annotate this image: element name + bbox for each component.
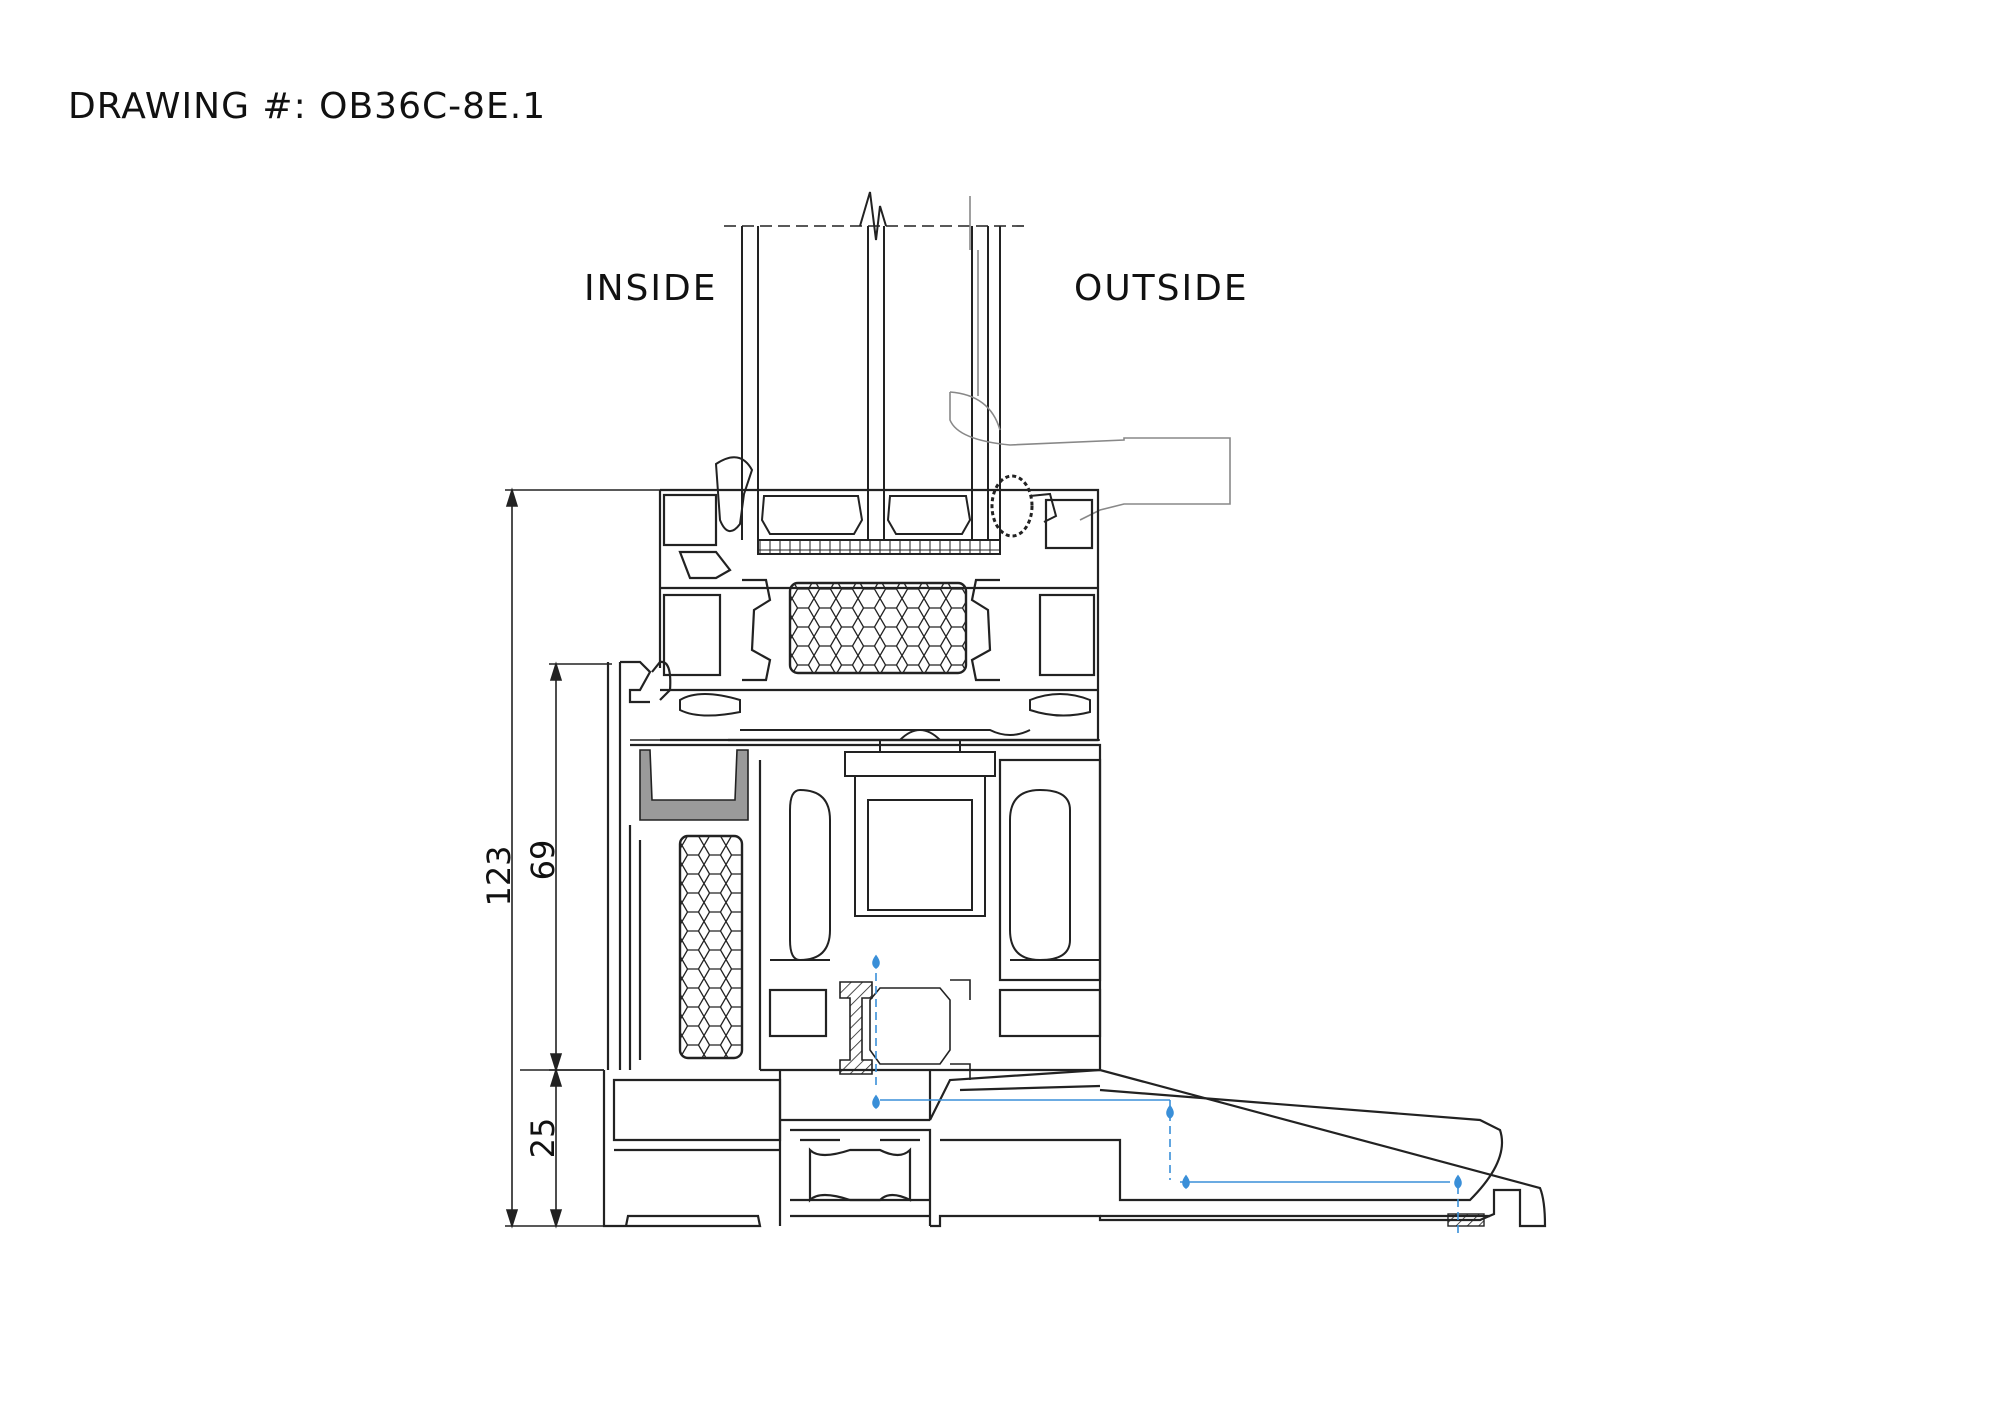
frame-profile bbox=[658, 488, 1100, 742]
dimension-lines bbox=[505, 487, 660, 1229]
interlock bbox=[839, 979, 971, 1080]
spacer-bars bbox=[714, 456, 1058, 555]
drip-outline bbox=[949, 196, 1231, 521]
sash-rollers bbox=[679, 693, 1100, 962]
sill-shim bbox=[1447, 1213, 1485, 1227]
sash-insulation bbox=[788, 581, 968, 675]
outer-frame bbox=[606, 660, 1102, 1072]
dimension-sill: 25 bbox=[524, 1118, 562, 1159]
water-drainage-path bbox=[872, 954, 1462, 1238]
drawing-number: DRAWING #: OB36C-8E.1 bbox=[68, 86, 547, 127]
dimension-sash: 69 bbox=[524, 840, 562, 881]
outside-label: OUTSIDE bbox=[1074, 268, 1249, 309]
glazing-unit bbox=[724, 191, 1030, 540]
inside-label: INSIDE bbox=[584, 268, 718, 309]
frame-insulation bbox=[678, 834, 744, 1060]
dimension-overall: 123 bbox=[480, 845, 518, 906]
glazing-gasket bbox=[639, 749, 749, 821]
sill-profile bbox=[602, 1068, 1547, 1228]
